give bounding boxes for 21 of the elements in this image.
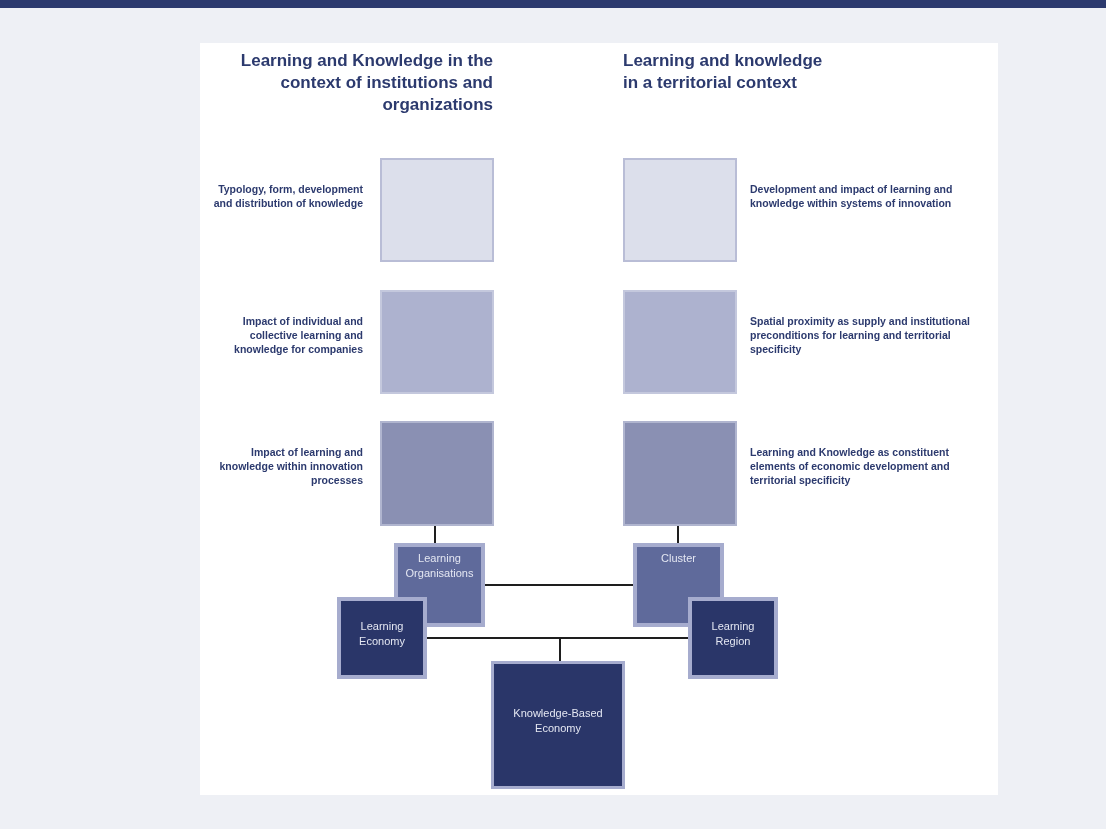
connector-line: [484, 584, 634, 586]
shaded-square: [380, 290, 494, 394]
connector-line: [559, 637, 689, 662]
node-caption: Development and impact of learning and knowledge within systems of innovation: [750, 182, 954, 211]
connector-line: [434, 525, 436, 544]
concept-box: Knowledge-Based Economy: [491, 661, 625, 789]
column-heading: Learning and knowledge in a territorial context: [623, 50, 823, 95]
shaded-square: [380, 158, 494, 262]
shaded-square: [623, 290, 737, 394]
shaded-square: [623, 421, 737, 526]
shaded-square: [623, 158, 737, 262]
node-caption: Impact of learning and knowledge within innovation processes: [218, 445, 363, 488]
connector-line: [677, 525, 679, 544]
concept-box: Learning Region: [688, 597, 778, 679]
column-heading: Learning and Knowledge in the context of institutions and organizations: [239, 50, 493, 117]
node-caption: Learning and Knowledge as constituent elements of economic development and territorial specificity: [750, 445, 951, 488]
node-caption: Impact of individual and collective learning and knowledge for companies: [233, 314, 363, 357]
concept-box: Learning Economy: [337, 597, 427, 679]
shaded-square: [380, 421, 494, 526]
node-caption: Typology, form, development and distribution of knowledge: [213, 182, 363, 211]
node-caption: Spatial proximity as supply and institutional preconditions for learning and territorial specificity: [750, 314, 971, 357]
